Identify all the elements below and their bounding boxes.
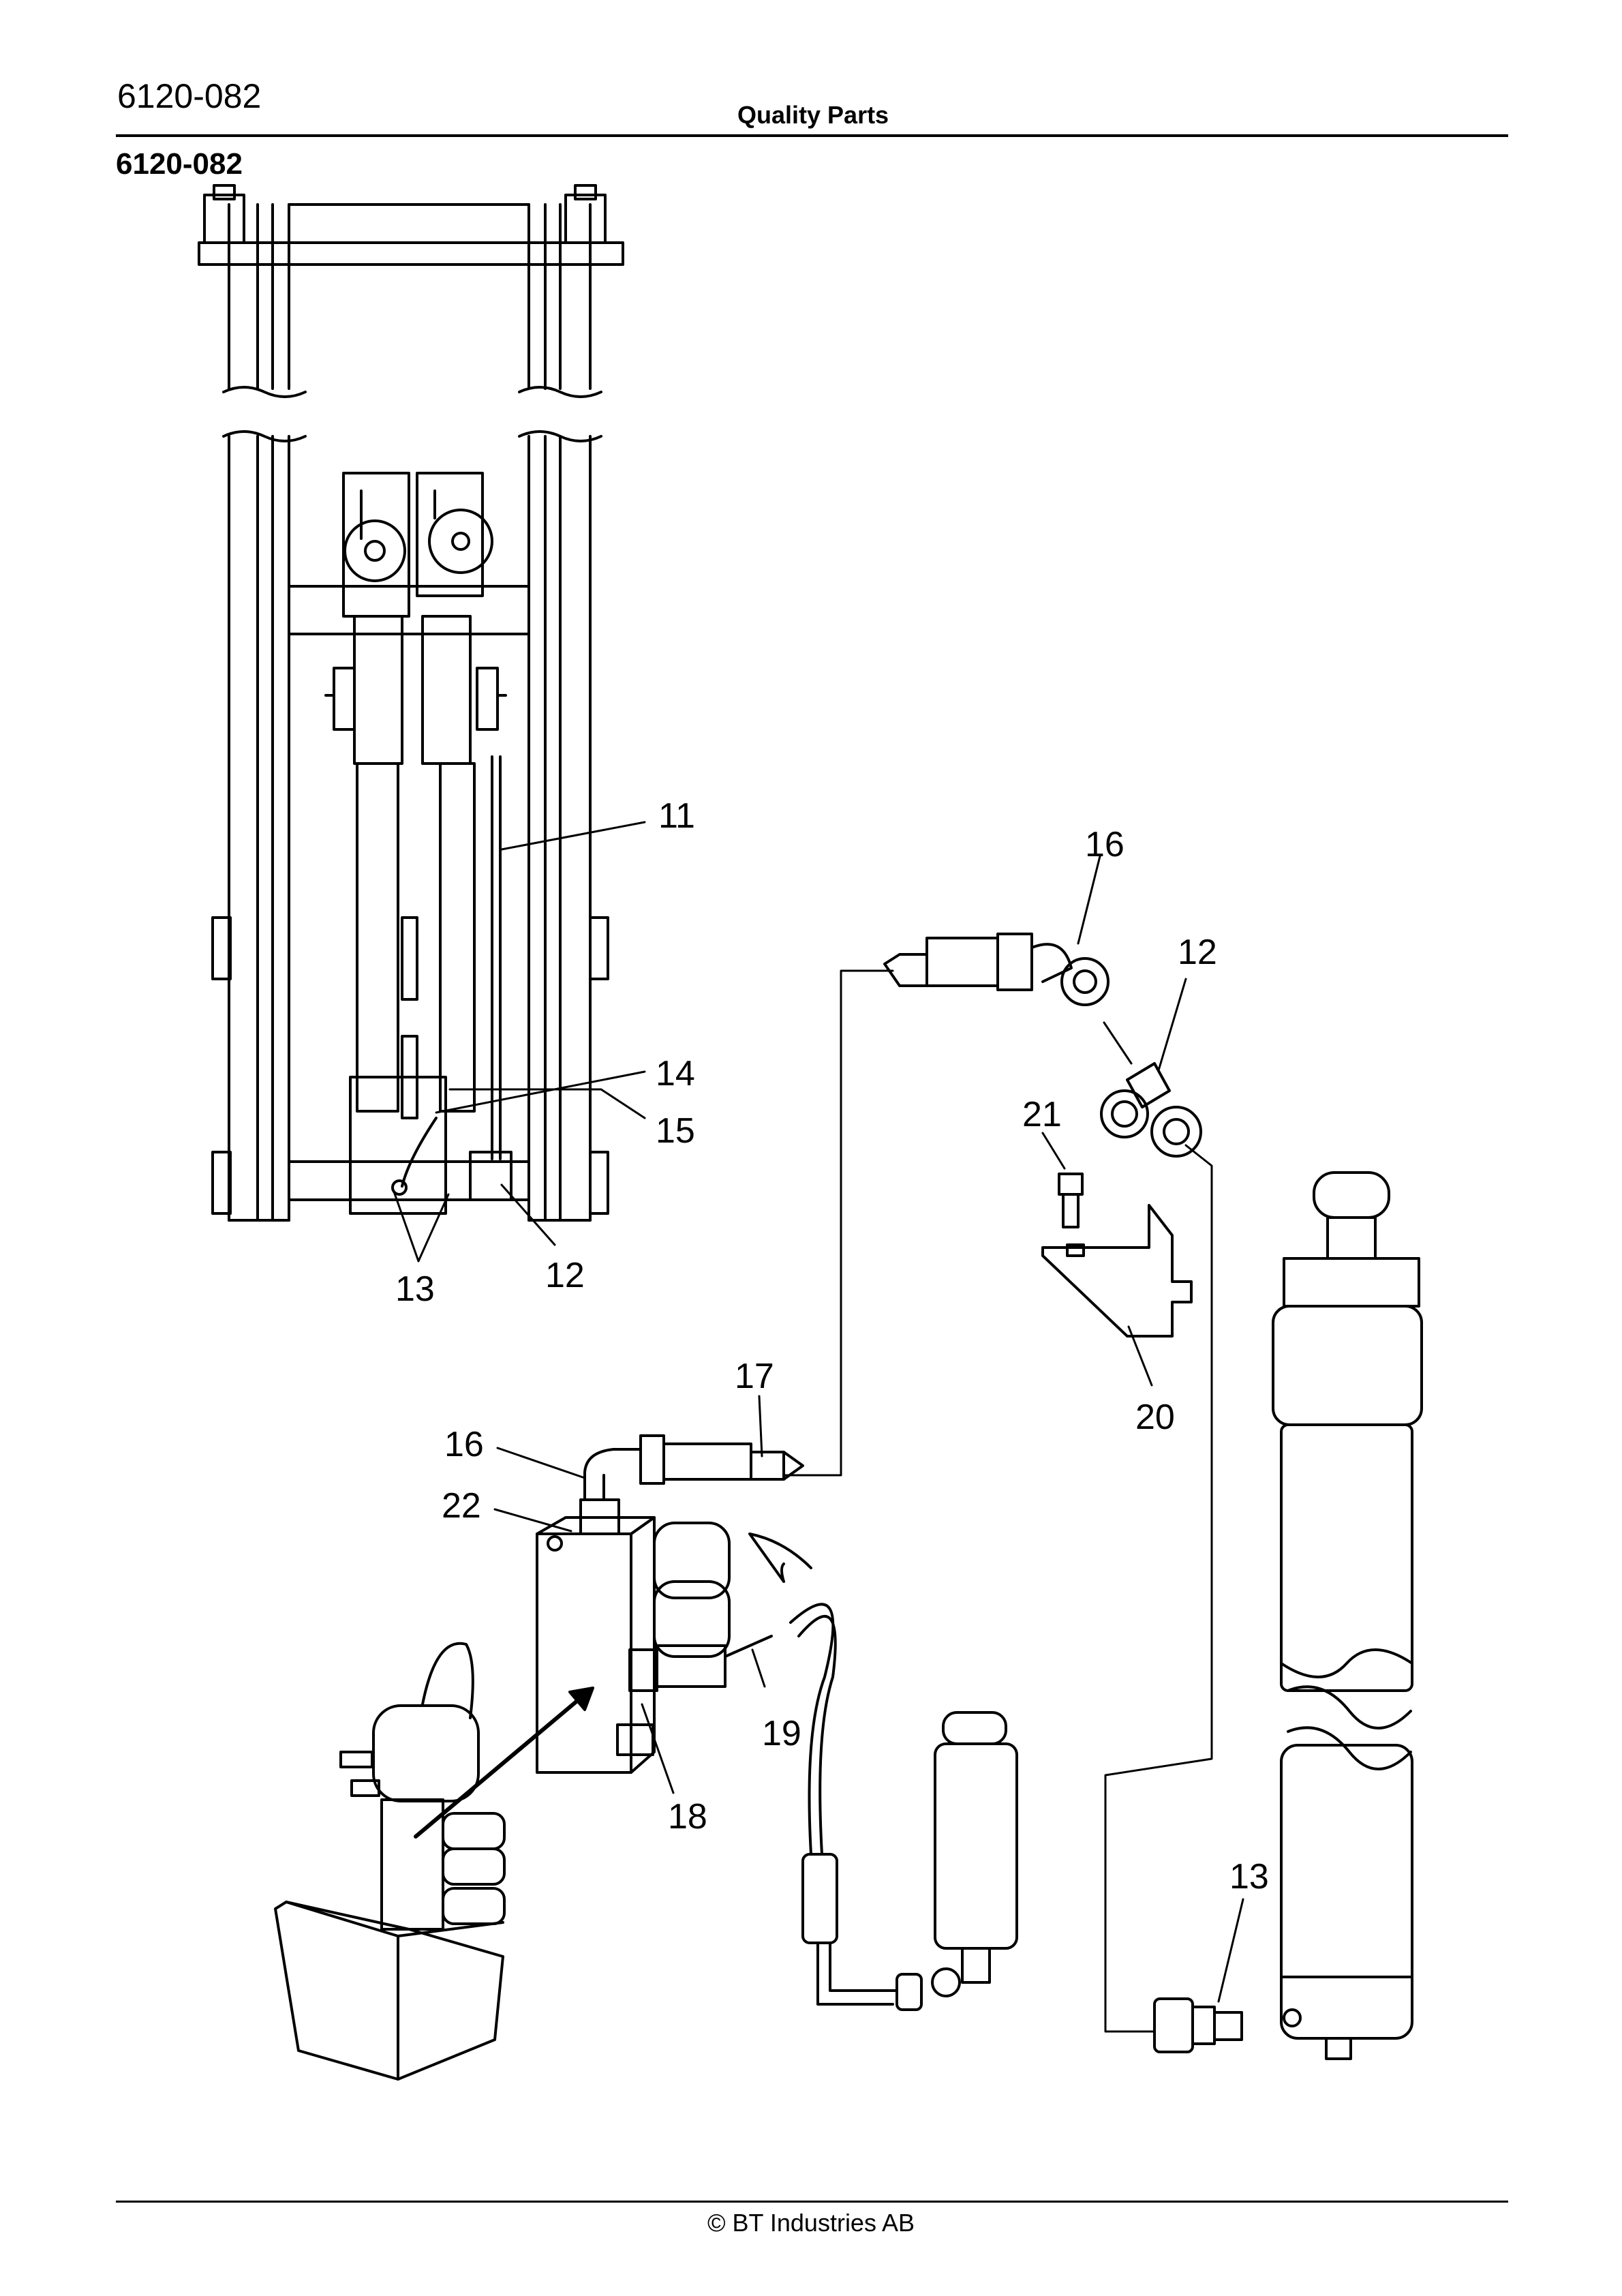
straight-fitting (1153, 1997, 1243, 2053)
accumulator (931, 1711, 1018, 1997)
callout-21: 21 (1022, 1095, 1062, 1134)
callout-leaders (393, 821, 1244, 2003)
detail-arrow (414, 1687, 594, 1839)
footer-divider (116, 2201, 1508, 2203)
bracket-assembly (1041, 1173, 1193, 1338)
callout-12: 12 (545, 1256, 585, 1295)
mast-assembly (198, 184, 624, 1222)
callout-16: 16 (444, 1425, 484, 1464)
callout-15: 15 (656, 1111, 695, 1151)
callout-12: 12 (1178, 933, 1217, 972)
upper-hose-assembly (883, 933, 1202, 1158)
valve-block (536, 1434, 804, 1774)
callout-labels: 11 14 15 13 12 16 12 21 20 17 16 22 19 1… (395, 796, 1269, 1897)
callout-11: 11 (658, 796, 695, 836)
callout-16: 16 (1085, 825, 1124, 864)
header-divider (116, 134, 1508, 137)
callout-20: 20 (1135, 1398, 1175, 1437)
callout-22: 22 (442, 1486, 481, 1526)
callout-19: 19 (762, 1714, 801, 1753)
hose-lines (784, 969, 1213, 2033)
callout-13: 13 (1229, 1857, 1269, 1897)
callout-17: 17 (735, 1357, 774, 1396)
pump-unit (274, 1642, 506, 2081)
flexible-hose (748, 1532, 923, 2011)
callout-18: 18 (668, 1797, 707, 1837)
section-title: Quality Parts (737, 101, 889, 129)
callout-14: 14 (656, 1054, 695, 1093)
part-number: 6120-082 (117, 77, 262, 115)
callout-13: 13 (395, 1269, 435, 1309)
copyright-notice: © BT Industries AB (707, 2209, 915, 2237)
lift-cylinder (1272, 1171, 1423, 2060)
figure-code: 6120-082 (116, 147, 243, 181)
